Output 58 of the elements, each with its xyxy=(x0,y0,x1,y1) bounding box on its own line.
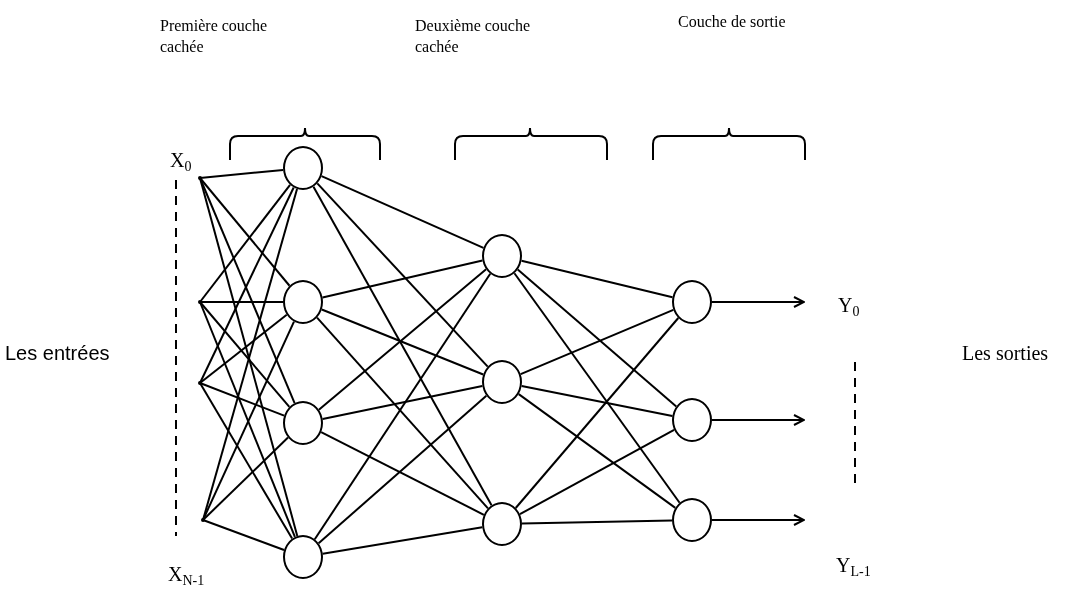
connection-line xyxy=(199,177,291,287)
connection-line xyxy=(199,382,286,417)
connection-line xyxy=(521,519,673,525)
text-label: Les sorties xyxy=(962,341,1049,366)
neuron-circle xyxy=(672,398,712,442)
text-label: Les entrées xyxy=(5,341,110,366)
neuron-circle xyxy=(482,360,522,404)
text-label: X$_{0}$ xyxy=(170,148,192,176)
input-point xyxy=(201,518,205,522)
input-point xyxy=(198,300,202,304)
connection-line xyxy=(316,316,489,510)
connection-line xyxy=(199,301,296,538)
text-label: Première couche cachée xyxy=(160,16,269,57)
connection-line xyxy=(520,384,674,418)
connection-line xyxy=(199,313,288,384)
neuron-circle xyxy=(482,234,522,278)
connection-line xyxy=(518,428,676,516)
connection-line xyxy=(516,268,678,408)
text-label: X$_{N-1}$ xyxy=(168,562,205,590)
connection-line xyxy=(199,183,292,303)
connection-line xyxy=(321,526,484,555)
text-label: Y$_{0}$ xyxy=(838,293,860,321)
arrow xyxy=(711,414,805,426)
neuron-circle xyxy=(283,146,323,190)
connection-line xyxy=(320,431,485,516)
text-label: Couche de sortie xyxy=(678,12,786,32)
connection-line xyxy=(313,272,492,541)
arrow xyxy=(711,514,805,526)
connection-line xyxy=(321,385,484,420)
connection-line xyxy=(202,320,295,521)
connection-line xyxy=(520,259,674,299)
connection-line xyxy=(514,317,680,509)
connection-line xyxy=(320,308,485,376)
text-label: Y$_{L-1}$ xyxy=(836,553,871,581)
connection-line xyxy=(321,259,484,299)
connection-line xyxy=(317,268,488,411)
connection-line xyxy=(199,382,294,540)
connection-line xyxy=(320,175,485,249)
connection-line xyxy=(202,436,289,521)
neuron-circle xyxy=(283,401,323,445)
connection-line xyxy=(513,272,681,504)
connection-line xyxy=(317,394,488,545)
connection-line xyxy=(199,301,291,408)
connection-line xyxy=(316,182,489,368)
input-point xyxy=(198,176,202,180)
input-point xyxy=(198,381,202,385)
neuron-circle xyxy=(283,280,323,324)
connection-line xyxy=(199,168,285,179)
neuron-circle xyxy=(482,502,522,546)
connection-line xyxy=(519,308,675,376)
text-label: Deuxième couche cachée xyxy=(415,16,532,57)
connection-line xyxy=(517,393,677,509)
neuron-circle xyxy=(672,280,712,324)
connection-line xyxy=(312,185,493,507)
neuron-circle xyxy=(672,498,712,542)
arrow xyxy=(711,296,805,308)
connection-line xyxy=(199,301,284,303)
neuron-circle xyxy=(283,535,323,579)
